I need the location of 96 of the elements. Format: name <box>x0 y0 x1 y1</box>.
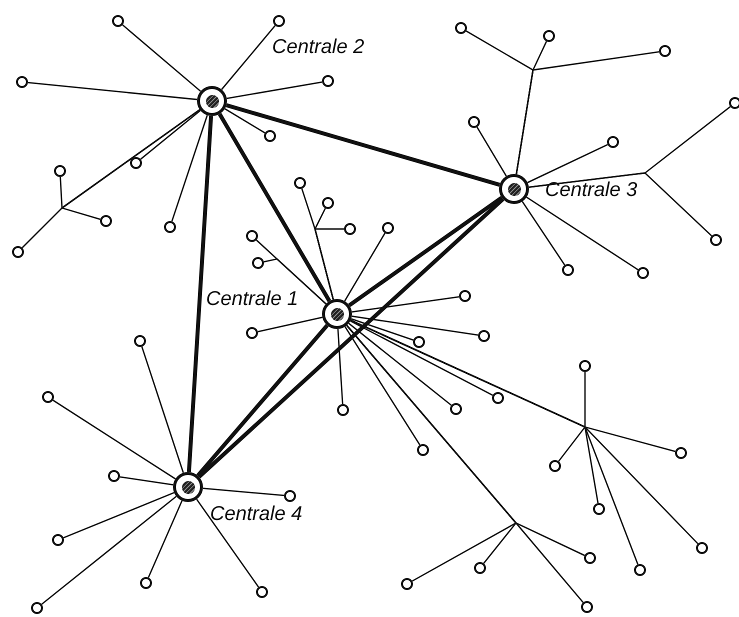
subscriber-line <box>476 126 507 176</box>
subscriber-line <box>63 492 174 538</box>
subscriber-line <box>28 82 198 100</box>
subscriber-circle <box>273 15 285 27</box>
subscriber-line <box>264 258 326 304</box>
subscriber-circle <box>607 136 619 148</box>
subscriber-circle <box>593 503 605 515</box>
subscriber-circle <box>322 197 334 209</box>
subscriber-circle <box>100 215 112 227</box>
subscriber-circle <box>413 336 425 348</box>
subscriber-line <box>141 346 184 473</box>
subscriber-circle <box>246 230 258 242</box>
subscriber-circle <box>729 97 739 109</box>
subscriber-circle <box>417 444 429 456</box>
subscriber-circle <box>696 542 708 554</box>
subscriber-line <box>41 496 177 605</box>
subscriber-line <box>346 324 584 603</box>
subscriber-circle <box>459 290 471 302</box>
subscriber-circle <box>562 264 574 276</box>
subscriber-circle <box>164 221 176 233</box>
subscriber-circle <box>134 335 146 347</box>
trunk-line <box>198 198 504 478</box>
subscriber-circle <box>382 222 394 234</box>
subscriber-circle <box>474 562 486 574</box>
subscriber-line <box>337 328 344 404</box>
subscriber-circle <box>12 246 24 258</box>
subscriber-line <box>344 326 420 446</box>
subscriber-line <box>226 81 322 100</box>
subscriber-circle <box>108 470 120 482</box>
subscriber-circle <box>246 327 258 339</box>
subscriber-line <box>528 172 712 236</box>
subscriber-line <box>527 144 608 184</box>
subscriber-circle <box>322 75 334 87</box>
subscriber-circle <box>252 257 264 269</box>
exchange-label: Centrale 4 <box>210 504 302 524</box>
subscriber-circle <box>581 601 593 613</box>
subscriber-line <box>526 196 638 270</box>
subscriber-line <box>352 296 460 313</box>
subscriber-circle <box>16 76 28 88</box>
subscriber-circle <box>675 447 687 459</box>
subscriber-circle <box>549 460 561 472</box>
subscriber-circle <box>337 404 349 416</box>
subscriber-line <box>140 110 201 160</box>
subscriber-circle <box>54 165 66 177</box>
subscriber-circle <box>130 157 142 169</box>
subscriber-circle <box>455 22 467 34</box>
trunk-line <box>226 103 500 187</box>
subscriber-line <box>171 115 208 222</box>
trunk-line <box>218 112 332 302</box>
subscriber-line <box>522 201 566 266</box>
subscriber-line <box>350 320 698 544</box>
subscriber-circle <box>401 578 413 590</box>
subscriber-circle <box>543 30 555 42</box>
subscriber-line <box>350 318 414 341</box>
subscriber-circle <box>256 586 268 598</box>
subscriber-line <box>258 316 323 332</box>
subscriber-circle <box>31 602 43 614</box>
subscriber-circle <box>52 534 64 546</box>
subscriber-line <box>202 488 284 496</box>
subscriber-circle <box>478 330 490 342</box>
subscriber-line <box>350 320 493 396</box>
subscriber-circle <box>112 15 124 27</box>
subscriber-line <box>196 498 260 588</box>
subscriber-circle <box>579 360 591 372</box>
subscriber-circle <box>637 267 649 279</box>
subscriber-line <box>516 51 660 174</box>
subscriber-circle <box>584 552 596 564</box>
exchange-label: Centrale 1 <box>206 289 298 309</box>
subscriber-line <box>122 24 202 92</box>
subscriber-circle <box>634 564 646 576</box>
subscriber-line <box>148 500 183 578</box>
exchange-label: Centrale 3 <box>545 180 638 200</box>
subscriber-circle <box>344 223 356 235</box>
subscriber-line <box>52 400 176 480</box>
subscriber-line <box>348 322 452 406</box>
subscriber-circle <box>468 116 480 128</box>
subscriber-line <box>344 232 386 302</box>
subscriber-circle <box>264 130 276 142</box>
subscriber-line <box>221 25 276 90</box>
subscriber-circle <box>659 45 671 57</box>
subscriber-circle <box>710 234 722 246</box>
exchange-label: Centrale 2 <box>272 37 364 57</box>
subscriber-line <box>120 476 174 486</box>
subscriber-circle <box>450 403 462 415</box>
subscriber-line <box>352 316 478 336</box>
subscriber-line <box>314 228 344 300</box>
subscriber-circle <box>284 490 296 502</box>
subscriber-line <box>22 109 200 248</box>
subscriber-circle <box>42 391 54 403</box>
trunk-line <box>196 324 329 477</box>
subscriber-circle <box>294 177 306 189</box>
subscriber-circle <box>492 392 504 404</box>
subscriber-line <box>224 108 266 134</box>
trunk-line <box>348 196 503 307</box>
subscriber-circle <box>140 577 152 589</box>
trunk-line <box>186 116 214 472</box>
